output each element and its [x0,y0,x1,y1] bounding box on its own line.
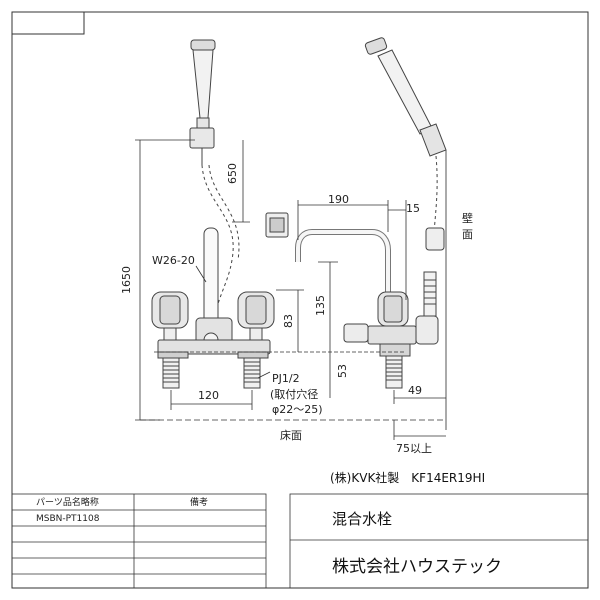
wall-label-1: 壁 [462,211,473,225]
shower-head-icon [189,39,216,165]
dim-spout-reach: 190 [328,193,349,206]
dim-spout-offset: 15 [406,202,420,215]
spout [295,229,391,300]
pipe-thread-label: PJ1/2 [272,372,300,385]
dim-shower-height: 650 [226,163,239,184]
dim-body-height: 53 [336,364,349,378]
product-name: 混合水栓 [332,510,392,528]
left-shank [162,357,180,389]
side-shower-head-icon [364,37,447,157]
maker-line: (株)KVK社製 KF14ER19HI [330,470,485,485]
dim-total-height: 1650 [120,266,133,294]
parts-header-note: 備考 [190,496,208,508]
mount-hole-label-2: φ22～25) [272,403,323,416]
mount-hole-label-1: (取付穴径 [270,387,318,401]
title-block [289,493,589,589]
side-view [295,37,447,430]
hook-bracket-icon [265,212,289,238]
cold-handle-icon [237,291,275,343]
parts-header-name: パーツ品名略称 [36,496,99,508]
dim-wall-offset: 49 [408,384,422,397]
dim-pitch: 120 [198,389,219,402]
hose-thread-label: W26-20 [152,254,195,267]
parts-table [11,493,267,589]
dimension-lines [135,139,446,440]
floor-label: 床面 [280,428,302,442]
parts-row-name: MSBN-PT1108 [36,514,100,524]
right-shank [243,357,261,389]
hose [201,164,234,331]
dim-spout-height: 135 [314,295,327,316]
wall-label-2: 面 [462,228,473,241]
front-view [151,39,275,389]
dim-min-clearance: 75以上 [396,442,432,455]
dim-handle-height: 83 [282,314,295,328]
hot-handle-icon [151,291,189,343]
company-name: 株式会社ハウステック [332,557,502,577]
corner-box [11,11,85,35]
